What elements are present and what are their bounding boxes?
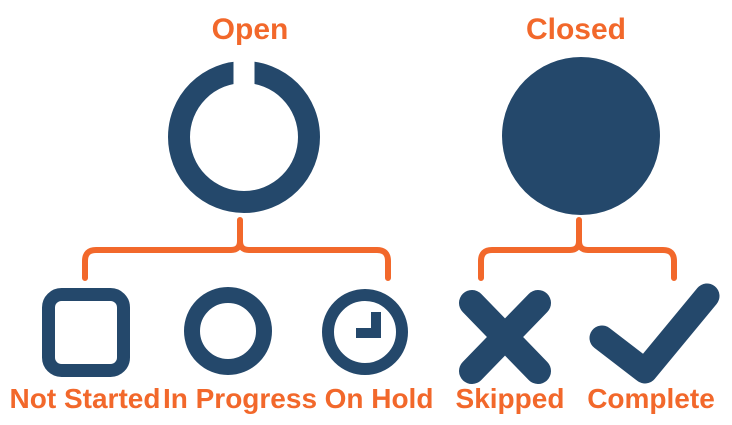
open-ring-icon <box>168 50 320 213</box>
status-label-in-progress: In Progress <box>162 383 318 414</box>
status-label-complete: Complete <box>587 383 715 414</box>
checkmark-icon <box>589 283 720 384</box>
open-group-brace <box>82 217 391 281</box>
status-label-not-started: Not Started <box>9 383 161 414</box>
open-ring-gap <box>233 50 255 88</box>
clock-hands <box>356 312 381 338</box>
category-label-open: Open <box>211 13 289 46</box>
status-label-skipped: Skipped <box>455 383 565 414</box>
clock-icon <box>322 289 408 375</box>
circle-outline-icon <box>184 287 272 375</box>
x-mark-icon <box>459 290 551 384</box>
closed-circle-icon <box>502 57 660 215</box>
square-outline-icon <box>42 288 130 377</box>
category-label-closed: Closed <box>525 13 627 46</box>
clock-face <box>322 289 408 375</box>
status-label-on-hold: On Hold <box>324 383 434 414</box>
open-ring-circle <box>168 61 320 213</box>
closed-group-brace <box>478 217 677 281</box>
